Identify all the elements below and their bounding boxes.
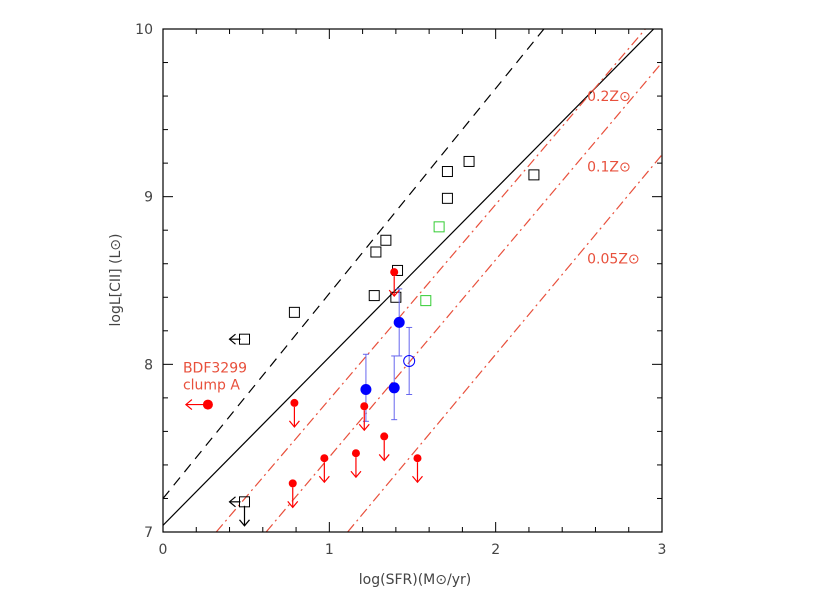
annotation-label: BDF3299	[183, 361, 247, 377]
y-tick-label: 9	[144, 190, 153, 206]
upper-limit-arrow-head	[412, 475, 423, 484]
reference-line-dashdot	[347, 154, 662, 532]
open-square-point	[528, 169, 540, 181]
upper-limit-arrow-head	[287, 500, 299, 509]
filled-circle-point	[202, 399, 213, 410]
open-square-point	[463, 155, 475, 167]
x-tick-label: 2	[491, 542, 500, 558]
filled-circle-point	[360, 402, 369, 411]
left-limit-arrow-head	[184, 399, 193, 411]
filled-circle-point	[288, 479, 297, 488]
reference-line-dashdot	[265, 62, 662, 532]
upper-limit-arrow-head	[288, 420, 300, 428]
open-circle-point	[403, 354, 416, 367]
filled-circle-point	[390, 268, 399, 277]
filled-circle-point	[290, 398, 299, 407]
open-square-point	[370, 246, 382, 258]
upper-limit-arrow-head	[239, 519, 250, 527]
upper-limit-arrow-head	[350, 470, 362, 479]
upper-limit-arrow-head	[358, 423, 370, 432]
y-tick-label: 10	[135, 22, 153, 38]
open-square-point	[433, 221, 445, 233]
reference-line-dashdot	[215, 29, 646, 532]
open-square-point	[420, 295, 432, 307]
annotation-label: 0.2Z⊙	[587, 89, 631, 105]
y-tick-label: 8	[144, 357, 153, 373]
x-tick-label: 3	[658, 542, 667, 558]
reference-line-solid	[163, 29, 655, 526]
filled-circle-point	[351, 449, 360, 458]
x-axis-label: log(SFR)(M⊙/yr)	[359, 572, 471, 588]
filled-circle-point	[393, 316, 405, 328]
annotation-label: 0.05Z⊙	[587, 252, 640, 268]
open-square-point	[239, 333, 251, 345]
open-square-point	[380, 234, 392, 246]
upper-limit-arrow-head	[318, 475, 330, 484]
open-square-point	[368, 290, 380, 302]
open-square-point	[441, 192, 453, 204]
left-limit-arrow-head	[228, 333, 236, 345]
filled-circle-point	[360, 383, 372, 395]
filled-circle-point	[413, 454, 422, 463]
open-square-point	[288, 306, 300, 318]
filled-circle-point	[320, 454, 329, 463]
annotation-label: clump A	[183, 377, 240, 393]
axes-frame	[162, 28, 663, 533]
upper-limit-arrow-head	[378, 454, 390, 462]
upper-limit-arrow-head	[388, 289, 400, 298]
y-tick-label: 7	[144, 525, 153, 541]
open-square-point	[441, 166, 453, 178]
left-limit-arrow-head	[228, 496, 236, 508]
x-tick-label: 1	[325, 542, 334, 558]
filled-circle-point	[380, 432, 389, 441]
filled-circle-point	[388, 382, 400, 394]
y-axis-label: logL[CII] (L⊙)	[108, 233, 124, 326]
open-square-point	[390, 291, 402, 303]
annotation-label: 0.1Z⊙	[587, 160, 631, 176]
axes: 0 1 2 3 7 8 9 10	[135, 22, 666, 558]
x-tick-label: 0	[159, 542, 168, 558]
